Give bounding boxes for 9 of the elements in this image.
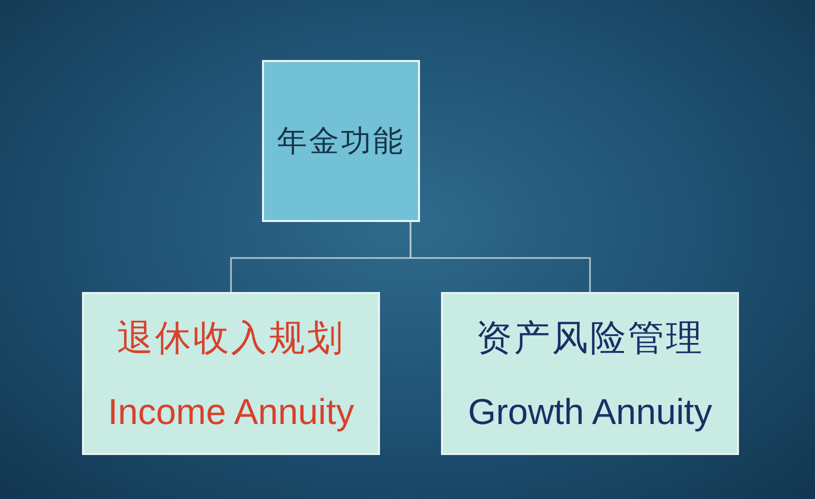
text-box (262, 60, 420, 222)
text-box (82, 292, 380, 455)
subtitle-text: Income Annuity (108, 391, 354, 433)
heading-text: 退休收入规划 (117, 317, 345, 361)
heading-text: 年金功能 (277, 122, 405, 160)
text-box (441, 292, 739, 455)
connector-line (410, 222, 591, 292)
subtitle-text: Growth Annuity (468, 391, 712, 433)
heading-text: 资产风险管理 (476, 317, 704, 361)
